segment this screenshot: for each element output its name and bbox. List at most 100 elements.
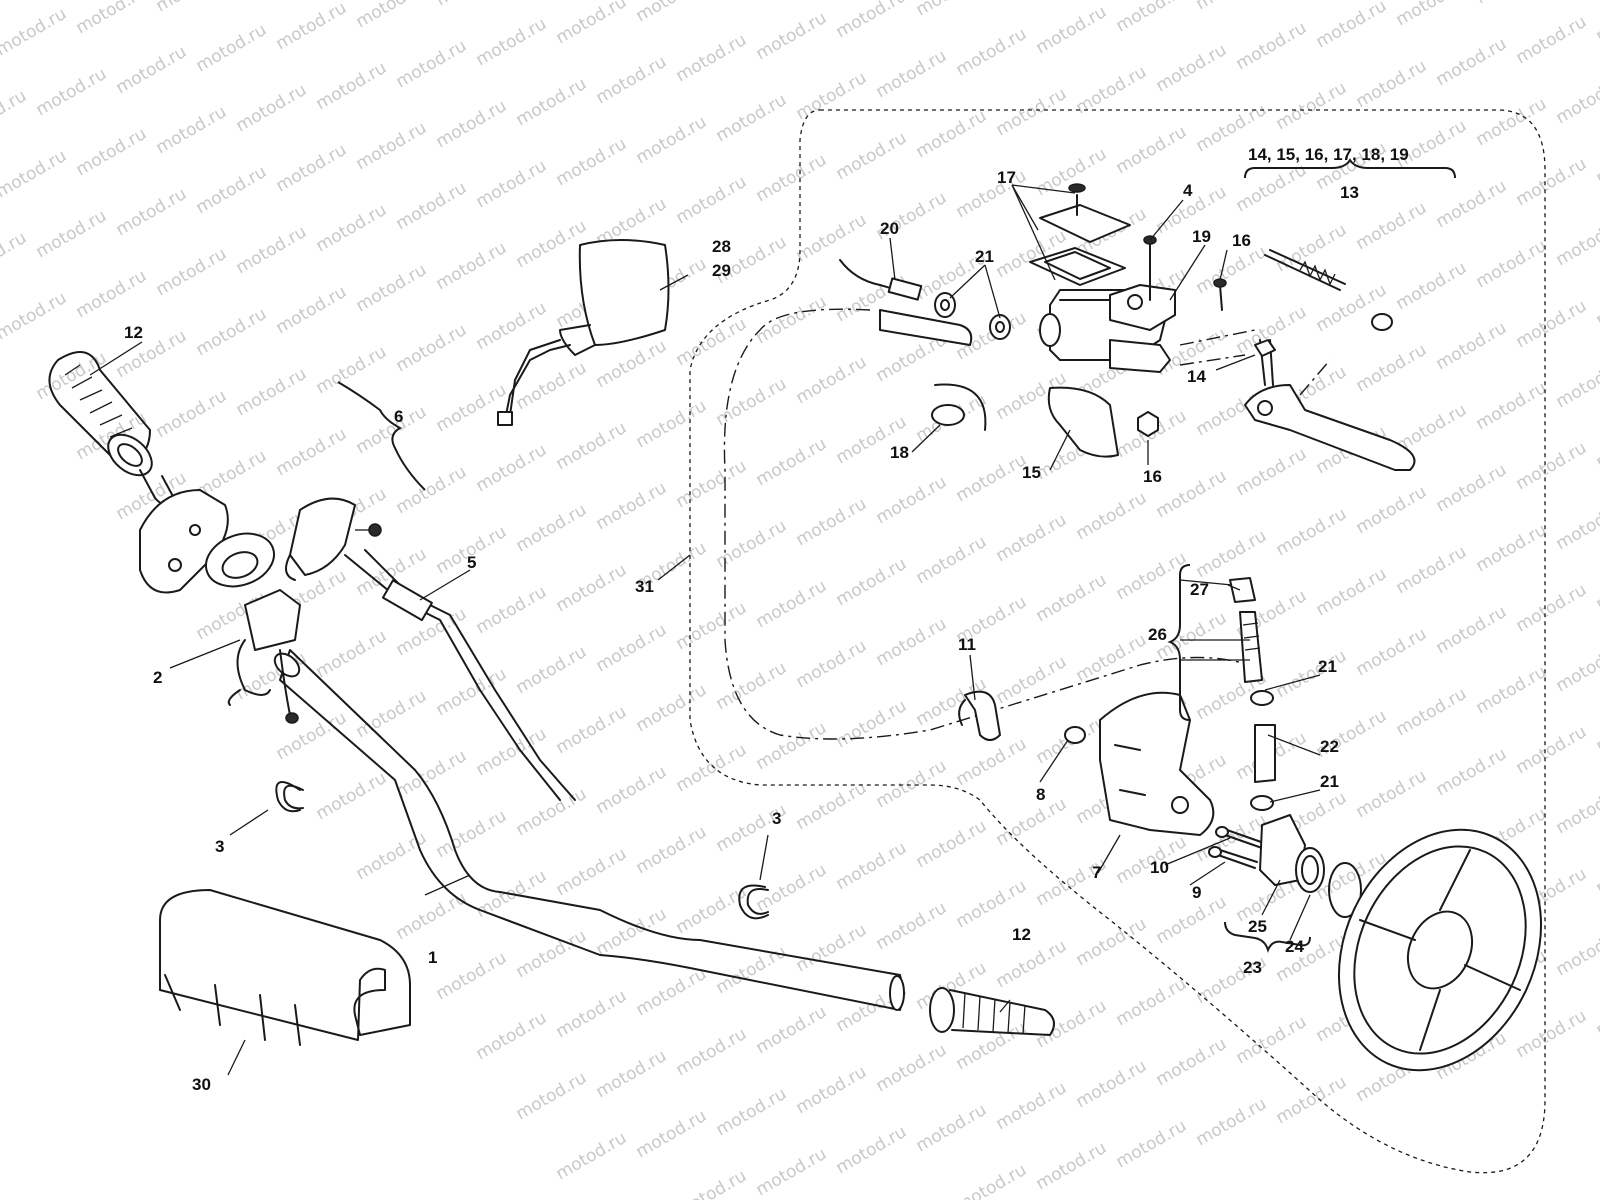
watermark-text: motod.ru [673,172,751,228]
watermark-text: motod.ru [433,806,511,862]
watermark-text: motod.ru [673,598,751,654]
watermark-text: motod.ru [593,478,671,534]
watermark-text: motod.ru [1193,0,1271,14]
watermark-text: motod.ru [1353,340,1431,396]
watermark-text: motod.ru [713,90,791,146]
banjo-fitting-22 [1250,690,1276,811]
watermark-text: motod.ru [913,816,991,872]
watermark-text: motod.ru [1393,0,1471,30]
watermark-text: motod.ru [0,4,70,60]
watermark-text: motod.ru [313,768,391,824]
watermark-text: motod.ru [1433,460,1511,516]
watermark-text: motod.ru [673,740,751,796]
bleed-valve [1229,577,1263,683]
watermark-text: motod.ru [473,582,551,638]
watermark-text: motod.ru [1313,0,1391,52]
watermark-text: motod.ru [953,1160,1031,1200]
watermark-text: motod.ru [1513,1006,1591,1062]
watermark-text: motod.ru [1553,640,1600,696]
watermark-text: motod.ru [953,734,1031,790]
watermark-text: motod.ru [1393,684,1471,740]
brace-26 [1167,564,1191,721]
watermark-text: motod.ru [1033,570,1111,626]
watermark-text: motod.ru [1113,0,1191,36]
watermark-text: motod.ru [713,658,791,714]
watermark-text: motod.ru [873,472,951,528]
watermark-text: motod.ru [1233,444,1311,500]
watermark-text: motod.ru [633,0,711,26]
callout-16-top: 16 [1232,231,1251,250]
watermark-text: motod.ru [353,828,431,884]
watermark-text: motod.ru [713,0,791,4]
watermark-text: motod.ru [473,1008,551,1064]
watermark-text: motod.ru [753,150,831,206]
watermark-text: motod.ru [993,794,1071,850]
watermark-text: motod.ru [1593,132,1600,188]
watermark-text: motod.ru [1593,700,1600,756]
watermark-text: motod.ru [913,532,991,588]
watermark-text: motod.ru [993,1078,1071,1134]
watermark-text: motod.ru [1553,498,1600,554]
reservoir-cap [1029,183,1131,286]
brace-6 [337,381,426,491]
callout-27: 27 [1190,580,1209,599]
watermark-text: motod.ru [593,620,671,676]
watermark-text: motod.ru [0,288,70,344]
watermark-text: motod.ru [793,494,871,550]
callout-22: 22 [1320,737,1339,756]
watermark-text: motod.ru [1513,12,1591,68]
watermark-text: motod.ru [1593,984,1600,1040]
watermark-text: motod.ru [793,778,871,834]
watermark-text: motod.ru [673,882,751,938]
watermark-text: motod.ru [1033,2,1111,58]
plug-18 [931,383,987,431]
watermark-text: motod.ru [753,434,831,490]
watermark-text: motod.ru [353,686,431,742]
callout-9: 9 [1192,883,1201,902]
watermark-text: motod.ru [1233,18,1311,74]
watermark-text: motod.ru [1553,356,1600,412]
watermark-text: motod.ru [0,86,30,142]
watermark-text: motod.ru [593,52,671,108]
callout-14: 14 [1187,367,1206,386]
watermark-text: motod.ru [1433,176,1511,232]
watermark-text: motod.ru [0,228,30,284]
watermark-text: motod.ru [1233,1012,1311,1068]
lever-screw-16 [1213,278,1227,311]
watermark-text: motod.ru [1553,782,1600,838]
watermark-text: motod.ru [793,68,871,124]
callout-20: 20 [880,219,899,238]
watermark-text: motod.ru [433,380,511,436]
watermark-text: motod.ru [513,74,591,130]
callout-16-bottom: 16 [1143,467,1162,486]
watermark-text: motod.ru [793,636,871,692]
watermark-text: motod.ru [1553,72,1600,128]
watermark-text: motod.ru [513,358,591,414]
watermark-text: motod.ru [1273,646,1351,702]
watermark-text: motod.ru [873,898,951,954]
watermark-text: motod.ru [753,1002,831,1058]
watermark-text: motod.ru [913,1100,991,1156]
clutch-master-cylinder [1039,235,1176,373]
watermark-text: motod.ru [953,450,1031,506]
callout-11: 11 [958,635,976,654]
watermark-text: motod.ru [1593,0,1600,46]
watermark-text: motod.ru [1113,974,1191,1030]
watermark-text: motod.ru [1513,438,1591,494]
watermark-text: motod.ru [473,156,551,212]
clutch-hose-fittings [839,259,1011,346]
watermark-text: motod.ru [513,500,591,556]
watermark-text: motod.ru [633,822,711,878]
watermark-text: motod.ru [1033,1138,1111,1194]
circlip-left [275,781,304,813]
callout-19: 19 [1192,227,1211,246]
leader-lines [89,184,1321,1076]
watermark-text: motod.ru [953,876,1031,932]
watermark-text: motod.ru [273,282,351,338]
watermark-text: motod.ru [513,784,591,840]
watermark-text: motod.ru [753,576,831,632]
watermark-text: motod.ru [193,20,271,76]
watermark-text: motod.ru [393,462,471,518]
callout-29: 29 [712,261,731,280]
watermark-text: motod.ru [673,1166,751,1200]
